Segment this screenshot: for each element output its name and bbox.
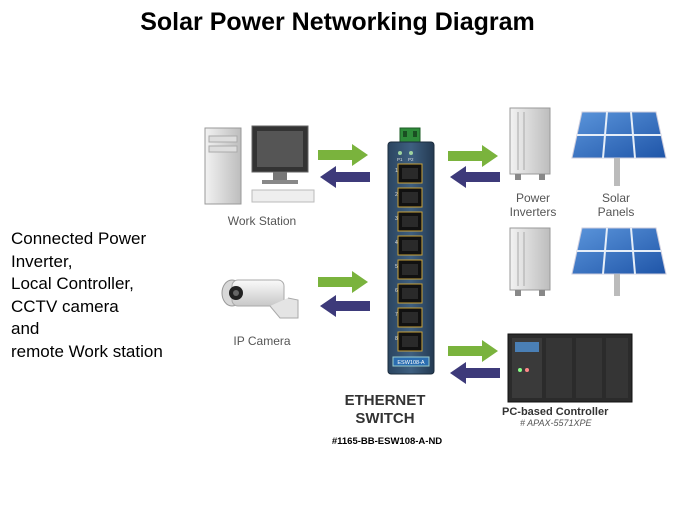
port-socket xyxy=(402,288,418,299)
port-number: 2 xyxy=(395,192,398,198)
switch-ports: 1 2 3 4 5 6 7 8 xyxy=(395,163,423,352)
workstation-icon xyxy=(204,125,315,205)
arrow-from-switch xyxy=(320,166,370,188)
caption-line: SWITCH xyxy=(355,410,415,427)
port-socket xyxy=(402,312,418,323)
power-inverter-icon xyxy=(509,107,551,180)
port-socket xyxy=(402,264,418,275)
label-line: Solar xyxy=(601,191,630,205)
description-line: Inverter, xyxy=(11,251,73,271)
power-inverters-label: Power Inverters xyxy=(503,191,563,219)
arrow-to-switch xyxy=(318,271,368,293)
label-line: Inverters xyxy=(509,205,557,219)
port-socket xyxy=(402,240,418,251)
port-socket xyxy=(402,192,418,203)
port-number: 4 xyxy=(395,240,398,246)
controller-label: PC-based Controller xyxy=(502,406,609,418)
power-inverter-icon xyxy=(509,227,551,296)
pc-controller-icon xyxy=(507,333,633,403)
description-line: and xyxy=(11,319,40,338)
arrow-from-controller xyxy=(450,362,500,384)
description-line: CCTV camera xyxy=(11,296,119,316)
switch-model-label: ESW108-A xyxy=(397,360,425,366)
port-number: 1 xyxy=(395,168,398,174)
port-number: 6 xyxy=(395,288,398,294)
arrow-from-inverter xyxy=(450,166,500,188)
port-number: 3 xyxy=(395,216,398,222)
part-number: #1165-BB-ESW108-A-ND xyxy=(331,436,443,447)
ethernet-switch-icon: 1 2 3 4 5 6 7 8 xyxy=(387,127,435,375)
label-line: Panels xyxy=(597,205,635,219)
workstation-arrows xyxy=(318,144,370,188)
page-title: Solar Power Networking Diagram xyxy=(140,8,535,36)
caption-line: ETHERNET xyxy=(344,392,426,409)
description-line: Connected Power xyxy=(11,229,147,248)
arrow-to-switch xyxy=(318,144,368,166)
led-label: P2 xyxy=(408,157,414,162)
description-text: Connected Power Inverter, Local Controll… xyxy=(11,228,201,363)
port-socket xyxy=(402,168,418,179)
inverter-arrows xyxy=(448,145,500,188)
port-socket xyxy=(402,336,418,347)
switch-caption: ETHERNET SWITCH xyxy=(330,392,440,428)
ip-camera-icon xyxy=(221,279,299,319)
camera-arrows xyxy=(318,271,370,317)
description-line: remote Work station xyxy=(11,341,163,361)
solar-panel-icon xyxy=(571,227,667,296)
description-line: Local Controller, xyxy=(11,274,134,293)
port-number: 8 xyxy=(395,336,398,342)
arrow-to-controller xyxy=(448,340,498,362)
ip-camera-label: IP Camera xyxy=(233,334,291,348)
solar-panel-icon xyxy=(571,111,667,186)
led-label: P1 xyxy=(397,157,403,162)
port-socket xyxy=(402,216,418,227)
controller-arrows xyxy=(448,340,500,384)
arrow-from-switch xyxy=(320,295,370,317)
port-number: 5 xyxy=(395,264,398,270)
workstation-label: Work Station xyxy=(227,214,297,228)
label-line: Power xyxy=(515,191,550,205)
controller-model: # APAX-5571XPE xyxy=(520,418,592,428)
arrow-to-inverter xyxy=(448,145,498,167)
port-number: 7 xyxy=(395,312,398,318)
solar-panels-label: Solar Panels xyxy=(588,191,644,219)
